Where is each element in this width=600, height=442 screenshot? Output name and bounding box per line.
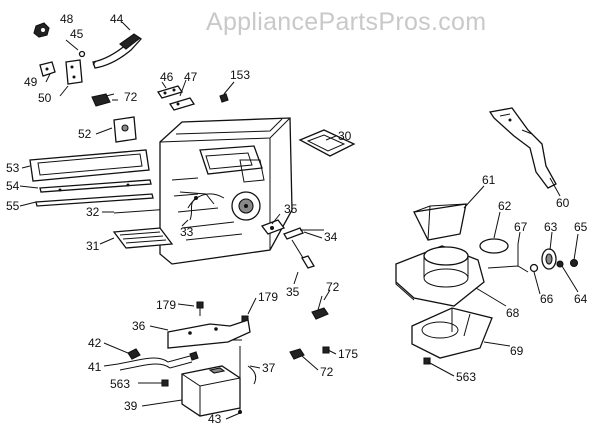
part-46[interactable] [156, 85, 184, 99]
part-65-nut[interactable] [569, 258, 579, 268]
callout-30: 30 [338, 129, 352, 143]
part-45[interactable] [78, 50, 86, 58]
part-64-bushing[interactable] [556, 260, 564, 268]
callout-72-low: 72 [320, 365, 334, 379]
part-175-screw[interactable] [322, 346, 330, 354]
callout-153: 153 [230, 68, 250, 82]
callout-54: 54 [6, 179, 20, 193]
part-37-wire[interactable] [247, 365, 257, 385]
callout-179-right: 179 [258, 290, 278, 304]
part-50[interactable] [65, 59, 83, 85]
part-48[interactable] [33, 22, 50, 38]
callout-64: 64 [574, 292, 588, 306]
callout-63: 63 [544, 220, 558, 234]
callout-72-top: 72 [124, 90, 138, 104]
callout-44: 44 [110, 12, 124, 26]
callout-50: 50 [38, 91, 52, 105]
part-49[interactable] [39, 61, 56, 77]
part-34-rod[interactable] [283, 227, 324, 240]
callout-47: 47 [184, 70, 198, 84]
callout-68: 68 [506, 306, 520, 320]
part-60-bracket[interactable] [488, 107, 557, 189]
part-52[interactable] [113, 116, 137, 143]
callout-31: 31 [86, 239, 100, 253]
part-153[interactable] [219, 93, 229, 103]
watermark: AppliancePartsPros.com [206, 8, 487, 36]
callout-65: 65 [574, 220, 588, 234]
part-44[interactable] [92, 33, 143, 69]
part-55-strip[interactable] [35, 193, 154, 207]
callout-49: 49 [24, 75, 38, 89]
part-179-screw-a[interactable] [196, 301, 204, 316]
callout-35-upper: 35 [284, 202, 298, 216]
part-67-rod[interactable] [487, 244, 529, 273]
part-36-bracket[interactable] [167, 319, 251, 349]
callout-53: 53 [6, 161, 20, 175]
callout-60: 60 [556, 196, 570, 210]
callout-45: 45 [70, 27, 84, 41]
callout-42: 42 [88, 336, 102, 350]
part-41-harness[interactable] [117, 351, 199, 371]
part-31-grille[interactable] [112, 227, 174, 249]
part-housing-assembly[interactable] [159, 117, 293, 265]
part-42-connector[interactable] [127, 348, 141, 360]
part-35-bracket[interactable] [260, 219, 286, 235]
part-33-wire[interactable] [189, 196, 198, 221]
callout-35-lower: 35 [286, 285, 300, 299]
part-61-duct[interactable] [413, 203, 467, 241]
part-72-clip[interactable] [311, 295, 329, 320]
callout-32: 32 [86, 205, 100, 219]
callout-69: 69 [510, 344, 524, 358]
callout-179-left: 179 [156, 298, 176, 312]
part-30[interactable] [298, 129, 356, 157]
leader-lines [19, 21, 579, 420]
callout-61: 61 [482, 173, 496, 187]
part-68-housing[interactable] [395, 245, 485, 307]
callout-563-right: 563 [456, 370, 476, 384]
callout-41: 41 [88, 360, 102, 374]
callout-37: 37 [262, 361, 276, 375]
callout-52: 52 [78, 127, 92, 141]
part-63-motor[interactable] [541, 248, 557, 270]
part-66-washer[interactable] [529, 263, 539, 273]
part-563-screw-a[interactable] [161, 379, 169, 387]
callout-48: 48 [60, 12, 74, 26]
callout-72-mid: 72 [326, 280, 340, 294]
callout-46: 46 [160, 70, 174, 84]
part-47[interactable] [168, 97, 196, 111]
part-69-base[interactable] [411, 307, 493, 359]
part-72-lamp[interactable] [289, 348, 305, 360]
callout-43: 43 [208, 412, 222, 426]
callout-labels: 48 45 44 49 50 72 46 47 153 52 30 53 54 … [6, 12, 588, 426]
callout-39: 39 [124, 399, 138, 413]
callout-36: 36 [132, 319, 146, 333]
part-62-disc[interactable] [479, 238, 509, 254]
part-53-frame[interactable] [29, 149, 150, 182]
callout-62: 62 [498, 199, 512, 213]
callout-175: 175 [338, 347, 358, 361]
part-72-switch[interactable] [91, 93, 115, 107]
callout-55: 55 [6, 199, 20, 213]
callout-66: 66 [540, 292, 554, 306]
callout-563-left: 563 [110, 377, 130, 391]
part-35-rod[interactable] [291, 239, 315, 269]
callout-34: 34 [324, 230, 338, 244]
part-39-relay-box[interactable] [181, 365, 241, 417]
part-54-strip[interactable] [39, 179, 152, 193]
callout-67: 67 [514, 220, 528, 234]
callout-33: 33 [180, 225, 194, 239]
